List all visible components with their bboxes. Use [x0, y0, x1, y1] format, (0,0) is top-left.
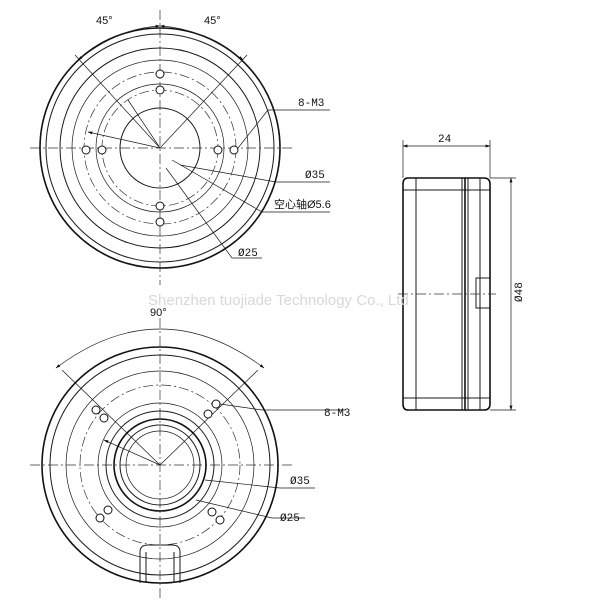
bottom-angle-line-left — [61, 369, 161, 466]
top-angle-arc-right — [159, 24, 244, 61]
top-angle-line-right — [159, 54, 248, 149]
top-inner-ring — [95, 83, 225, 213]
bottom-d25-leader — [195, 499, 305, 519]
top-angle-right-label: 45° — [204, 15, 221, 27]
bottom-bore-mid — [113, 418, 207, 512]
bottom-bolt-circle — [79, 384, 241, 546]
bottom-outer-circle — [41, 346, 279, 584]
bottom-hole-8 — [215, 515, 225, 525]
bottom-view: 90° 8-M3 Ø35 Ø25 — [30, 307, 350, 598]
bottom-hole-1 — [91, 405, 101, 415]
top-holes-label: 8-M3 — [298, 98, 324, 110]
bottom-d35-label: Ø35 — [290, 476, 310, 488]
top-hole-2 — [155, 85, 165, 95]
top-d25-label: Ø25 — [238, 248, 258, 260]
bottom-angle-label: 90° — [150, 307, 167, 319]
bottom-hole-4 — [203, 409, 213, 419]
top-hole-6 — [97, 145, 107, 155]
bottom-outer-circle-2 — [49, 354, 271, 576]
bottom-inner-ring — [97, 402, 223, 528]
top-angle-line-left — [74, 54, 161, 149]
top-holes-leader — [237, 109, 330, 149]
top-bore-circle — [119, 107, 201, 189]
bottom-d35-leader — [204, 479, 315, 489]
bottom-connector-tab — [139, 544, 181, 583]
bottom-d25-label: Ø25 — [280, 513, 300, 525]
top-angle-left-label: 45° — [96, 15, 113, 27]
top-radial-leader-2 — [87, 131, 161, 149]
top-hole-5 — [81, 145, 91, 155]
bottom-angle-arc — [55, 328, 265, 369]
top-d35-label: Ø35 — [305, 170, 325, 182]
top-d25-leader — [165, 167, 262, 259]
watermark: Shenzhen tuojiade Technology Co., Ltd — [148, 292, 409, 309]
top-d35-leader — [179, 164, 330, 183]
bottom-hole-3 — [211, 399, 221, 409]
bottom-hole-7 — [207, 507, 217, 517]
bottom-hole-6 — [103, 505, 113, 515]
bottom-radial-leader — [103, 439, 161, 466]
side-connector — [475, 277, 491, 309]
bottom-hole-5 — [95, 513, 105, 523]
top-shaft-leader — [171, 159, 330, 213]
top-hole-1 — [155, 69, 165, 79]
bottom-bore-inner — [119, 424, 201, 506]
side-body-left — [402, 177, 466, 411]
bottom-groove-circle — [65, 370, 255, 560]
top-hole-3 — [155, 201, 165, 211]
bottom-hole-2 — [99, 413, 109, 423]
top-hole-8 — [229, 145, 239, 155]
top-angle-arc-left — [77, 24, 161, 61]
bottom-bore-outer — [105, 410, 215, 520]
top-hole-4 — [155, 217, 165, 227]
top-radial-leader — [127, 99, 161, 149]
side-height-label: Ø48 — [514, 282, 526, 302]
top-shaft-label: 空心轴Ø5.6 — [274, 197, 331, 211]
bottom-holes-leader — [219, 403, 345, 411]
bottom-holes-label: 8-M3 — [324, 408, 350, 420]
bottom-bore-core — [125, 430, 195, 500]
top-view: 45° 45° 8-M3 Ø35 空心轴Ø5.6 Ø25 — [30, 10, 331, 285]
side-width-label: 24 — [438, 134, 452, 146]
top-hole-7 — [213, 145, 223, 155]
side-view: 24 Ø48 — [398, 134, 526, 411]
